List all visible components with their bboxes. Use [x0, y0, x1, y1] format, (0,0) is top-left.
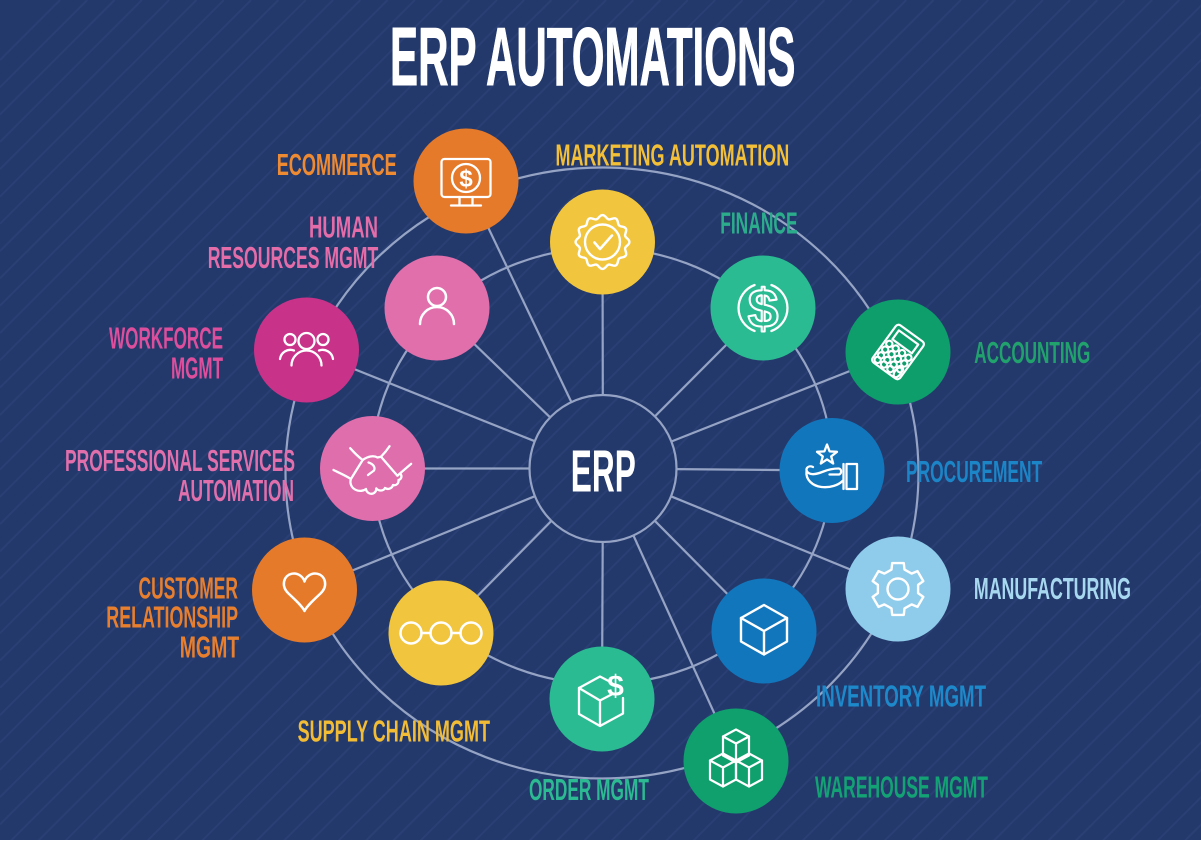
svg-text:ECOMMERCE: ECOMMERCE [277, 148, 397, 182]
svg-text:WORKFORCE: WORKFORCE [109, 321, 223, 355]
svg-text:AUTOMATION: AUTOMATION [178, 474, 294, 508]
svg-text:MGMT: MGMT [171, 351, 223, 385]
svg-text:MARKETING AUTOMATION: MARKETING AUTOMATION [556, 138, 790, 172]
svg-text:MGMT: MGMT [180, 630, 240, 664]
svg-text:HUMAN: HUMAN [309, 210, 378, 244]
svg-text:SUPPLY CHAIN MGMT: SUPPLY CHAIN MGMT [298, 714, 491, 748]
svg-text:$: $ [459, 166, 473, 193]
svg-text:FINANCE: FINANCE [720, 206, 797, 240]
svg-text:ORDER MGMT: ORDER MGMT [529, 773, 649, 807]
svg-text:RESOURCES MGMT: RESOURCES MGMT [208, 241, 379, 275]
svg-text:PROCUREMENT: PROCUREMENT [906, 455, 1042, 489]
svg-text:ERP AUTOMATIONS: ERP AUTOMATIONS [390, 10, 796, 103]
svg-text:ERP: ERP [571, 438, 636, 505]
svg-text:$: $ [607, 670, 624, 703]
svg-text:INVENTORY MGMT: INVENTORY MGMT [816, 680, 986, 714]
svg-text:WAREHOUSE MGMT: WAREHOUSE MGMT [815, 771, 988, 805]
svg-text:PROFESSIONAL SERVICES: PROFESSIONAL SERVICES [65, 444, 295, 478]
svg-text:$: $ [748, 278, 779, 340]
svg-text:ACCOUNTING: ACCOUNTING [974, 336, 1090, 370]
svg-text:MANUFACTURING: MANUFACTURING [974, 572, 1131, 606]
